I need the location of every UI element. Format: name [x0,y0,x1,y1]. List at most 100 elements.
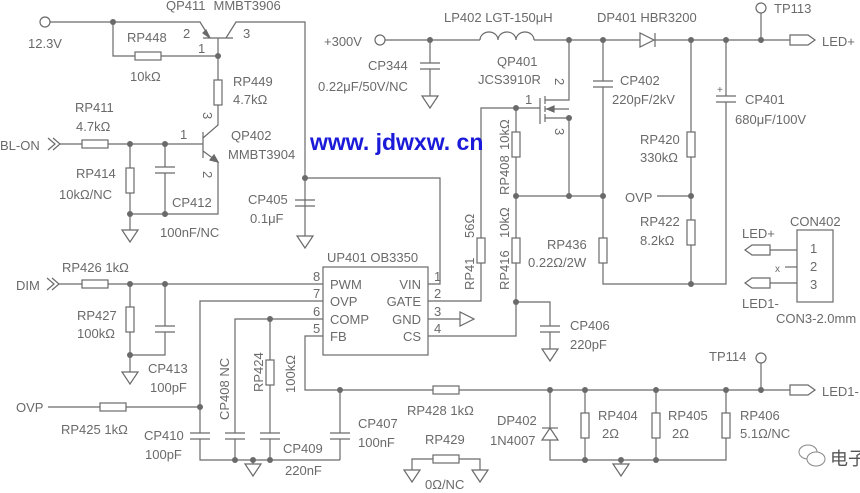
rp411-ref: RP411 [75,100,114,115]
input-chevron-icon [51,277,60,291]
rp429-ref: RP429 [425,432,465,447]
rp427-ref: RP427 [77,308,117,323]
up401-pin-gnd: GND [392,312,421,327]
dp401-label: DP401 HBR3200 [597,10,697,25]
qp411-part: MMBT3906 [214,0,281,13]
cp405-value: 0.1μF [250,211,284,226]
junction-dot [582,457,588,463]
rp404-resistor [580,412,590,439]
con-led-plus-label: LED+ [742,226,775,241]
net-led-minus-label: LED1- [822,384,859,399]
dp402-ref: DP402 [497,413,537,428]
qp401-ref: QP401 [497,54,537,69]
port-connector-icon [743,244,771,256]
wire [130,150,219,215]
net-ovp-input-label: OVP [16,400,43,415]
cp407-value: 100nF [358,435,395,450]
up401-chip [322,266,429,356]
rp436-ref: RP436 [547,237,587,252]
rp429-resistor [432,454,460,464]
rp425-resistor [99,402,127,412]
ground-icon [295,235,315,250]
up401-pin-cs: CS [403,329,421,344]
rp404-ref: RP404 [598,408,638,423]
wire [545,40,570,101]
junction-dot [267,457,273,463]
up401-pin4: 4 [434,321,441,336]
test-point-icon [39,16,51,28]
net-300v-label: +300V [324,34,362,49]
rp428-label: RP428 1kΩ [407,403,474,418]
cp413-value: 100pF [150,380,187,395]
input-chevron-icon [47,137,56,151]
rp414-resistor [125,167,135,194]
qp401-pin2: 2 [552,78,567,85]
cp410-ref: CP410 [144,428,184,443]
rp425-label: RP425 1kΩ [61,422,128,437]
rp405-resistor [651,412,661,439]
wire [304,335,433,391]
rp408-ref: RP408 [497,155,512,195]
cp401-ref: CP401 [745,92,785,107]
ground-icon [540,348,560,363]
rp427-value: 100kΩ [77,326,115,341]
cp344-gap [420,63,440,69]
wire [516,301,551,345]
rp416-resistor [511,237,521,264]
port-connector-icon [743,277,771,289]
con402-pin1: 1 [810,241,817,256]
ground-icon [120,229,140,244]
dp402-part: 1N4007 [490,433,536,448]
up401-pin3: 3 [434,304,441,319]
rp426-label: RP426 1kΩ [62,260,129,275]
up401-label: UP401 OB3350 [327,250,418,265]
rp427-resistor [125,306,135,333]
rp422-value: 8.2kΩ [640,233,675,248]
up401-pin-comp: COMP [330,312,369,327]
rp41x-ref: RP41 [462,257,477,290]
qp411-label: QP411 MMBT3906 [166,0,281,13]
wire [459,458,481,466]
rp41x-resistor [476,237,486,264]
up401-pin7: 7 [313,286,320,301]
up401-pin5: 5 [313,321,320,336]
junction-dot [688,281,694,287]
rp41x-value: 56Ω [462,214,477,238]
tp114-label: TP114 [709,349,746,364]
rp406-ref: RP406 [740,408,780,423]
ground-icon [243,463,263,478]
cp406-gap [540,326,560,332]
qp411-pin3: 3 [243,26,250,41]
test-point-icon [374,34,386,46]
qp411-ref: QP411 [166,0,206,13]
wire [305,177,441,285]
rp414-ref: RP414 [76,166,116,181]
qp401-pin3: 3 [552,128,567,135]
cp412-ref: CP412 [172,195,212,210]
wire [428,263,482,302]
input-chevron-icon [46,277,55,291]
qp401-part: JCS3910R [478,72,541,87]
lp402-inductor-icon [479,31,535,41]
wire [130,284,166,356]
rp408-resistor [511,131,521,158]
ground-icon [611,463,631,478]
qp401-pin1: 1 [525,92,532,107]
cp407-gap [330,433,350,439]
watermark: www. jdwxw. cn [309,129,483,155]
up401-pin-fb: FB [330,329,347,344]
rp420-value: 330kΩ [640,150,678,165]
rp405-ref: RP405 [668,408,708,423]
up401-pin-gate: GATE [387,294,422,309]
rp422-resistor [686,219,696,246]
lp402-label: LP402 LGT-150μH [444,10,553,25]
rp422-ref: RP422 [640,214,680,229]
wire [411,458,433,466]
ground-icon [420,95,440,110]
con402-pin2: 2 [810,259,817,274]
cp413-gap [155,326,175,332]
rp428-resistor [432,385,460,395]
cp406-ref: CP406 [570,318,610,333]
up401-pin6: 6 [313,304,320,319]
